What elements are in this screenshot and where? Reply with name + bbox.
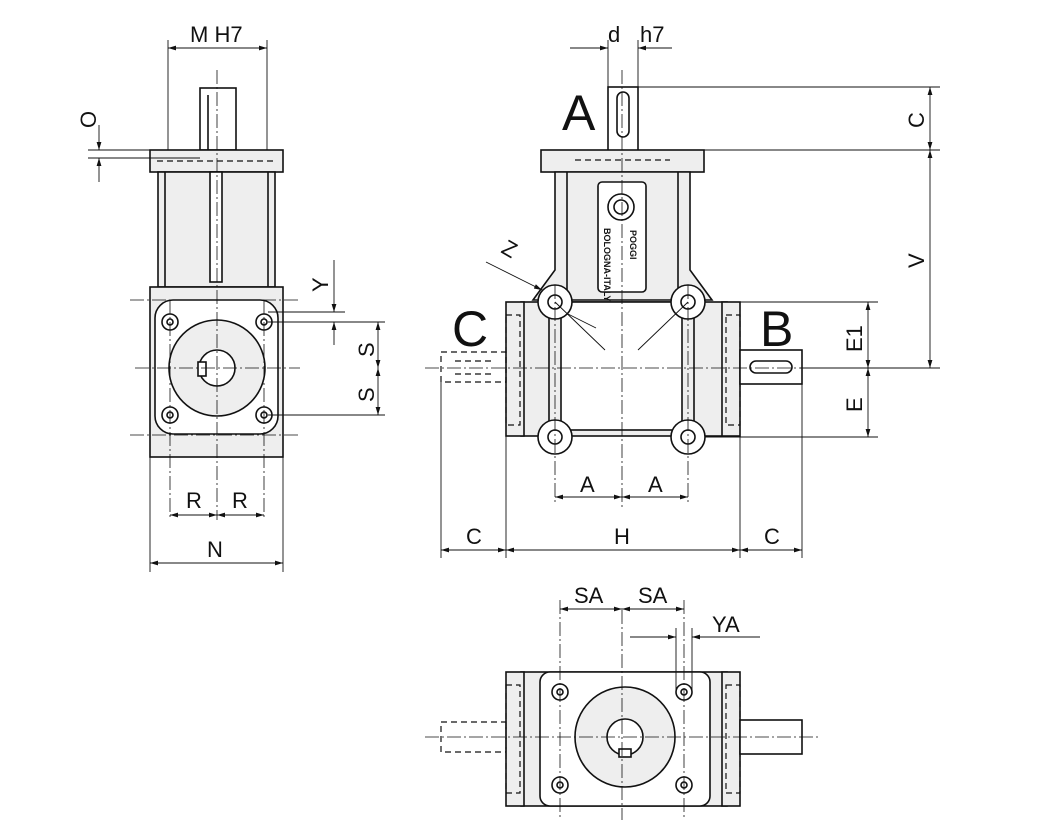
front-dim-s-bottom: S: [354, 387, 379, 402]
front-dim-y: Y: [308, 277, 333, 292]
front-top-shaft: [199, 87, 237, 151]
side-dim-a-right: A: [648, 472, 663, 497]
shaft-label-c: C: [452, 301, 488, 357]
side-top-flange: [540, 149, 705, 173]
side-left-cap: [505, 301, 525, 437]
front-dim-n: N: [207, 537, 223, 562]
bottom-dim-sa-right: SA: [638, 583, 668, 608]
side-dim-e1: E1: [842, 325, 867, 352]
shaft-label-b: B: [760, 301, 793, 357]
side-dim-e: E: [842, 397, 867, 412]
side-view: POGGI BOLOGNA-ITALY: [425, 22, 940, 558]
side-dim-c-top: C: [904, 112, 929, 128]
side-right-cap: [721, 301, 741, 437]
side-dim-c-right: C: [764, 524, 780, 549]
side-dim-z: Z: [498, 235, 522, 263]
front-dim-m-h7: M H7: [190, 22, 243, 47]
side-dim-a-left: A: [580, 472, 595, 497]
brand-name: POGGI: [628, 230, 638, 260]
bottom-dim-ya: YA: [712, 612, 740, 637]
side-dim-d: d: [608, 22, 620, 47]
side-dim-c-left: C: [466, 524, 482, 549]
shaft-label-a: A: [562, 85, 596, 141]
side-dim-h: H: [614, 524, 630, 549]
front-dim-r-right: R: [232, 488, 248, 513]
side-dim-h7: h7: [640, 22, 664, 47]
front-dim-s-top: S: [354, 342, 379, 357]
side-shaft-c: [440, 351, 507, 383]
front-dim-r-left: R: [186, 488, 202, 513]
bottom-dim-sa-left: SA: [574, 583, 604, 608]
brand-origin: BOLOGNA-ITALY: [602, 228, 612, 302]
bottom-view: SA SA YA: [425, 583, 820, 820]
bottom-shaft-b: [739, 719, 803, 755]
bottom-shaft-c: [440, 721, 507, 753]
side-dim-v: V: [904, 253, 929, 268]
front-view: M H7 O Y S S R R N: [76, 22, 385, 572]
front-dim-o: O: [76, 111, 101, 128]
